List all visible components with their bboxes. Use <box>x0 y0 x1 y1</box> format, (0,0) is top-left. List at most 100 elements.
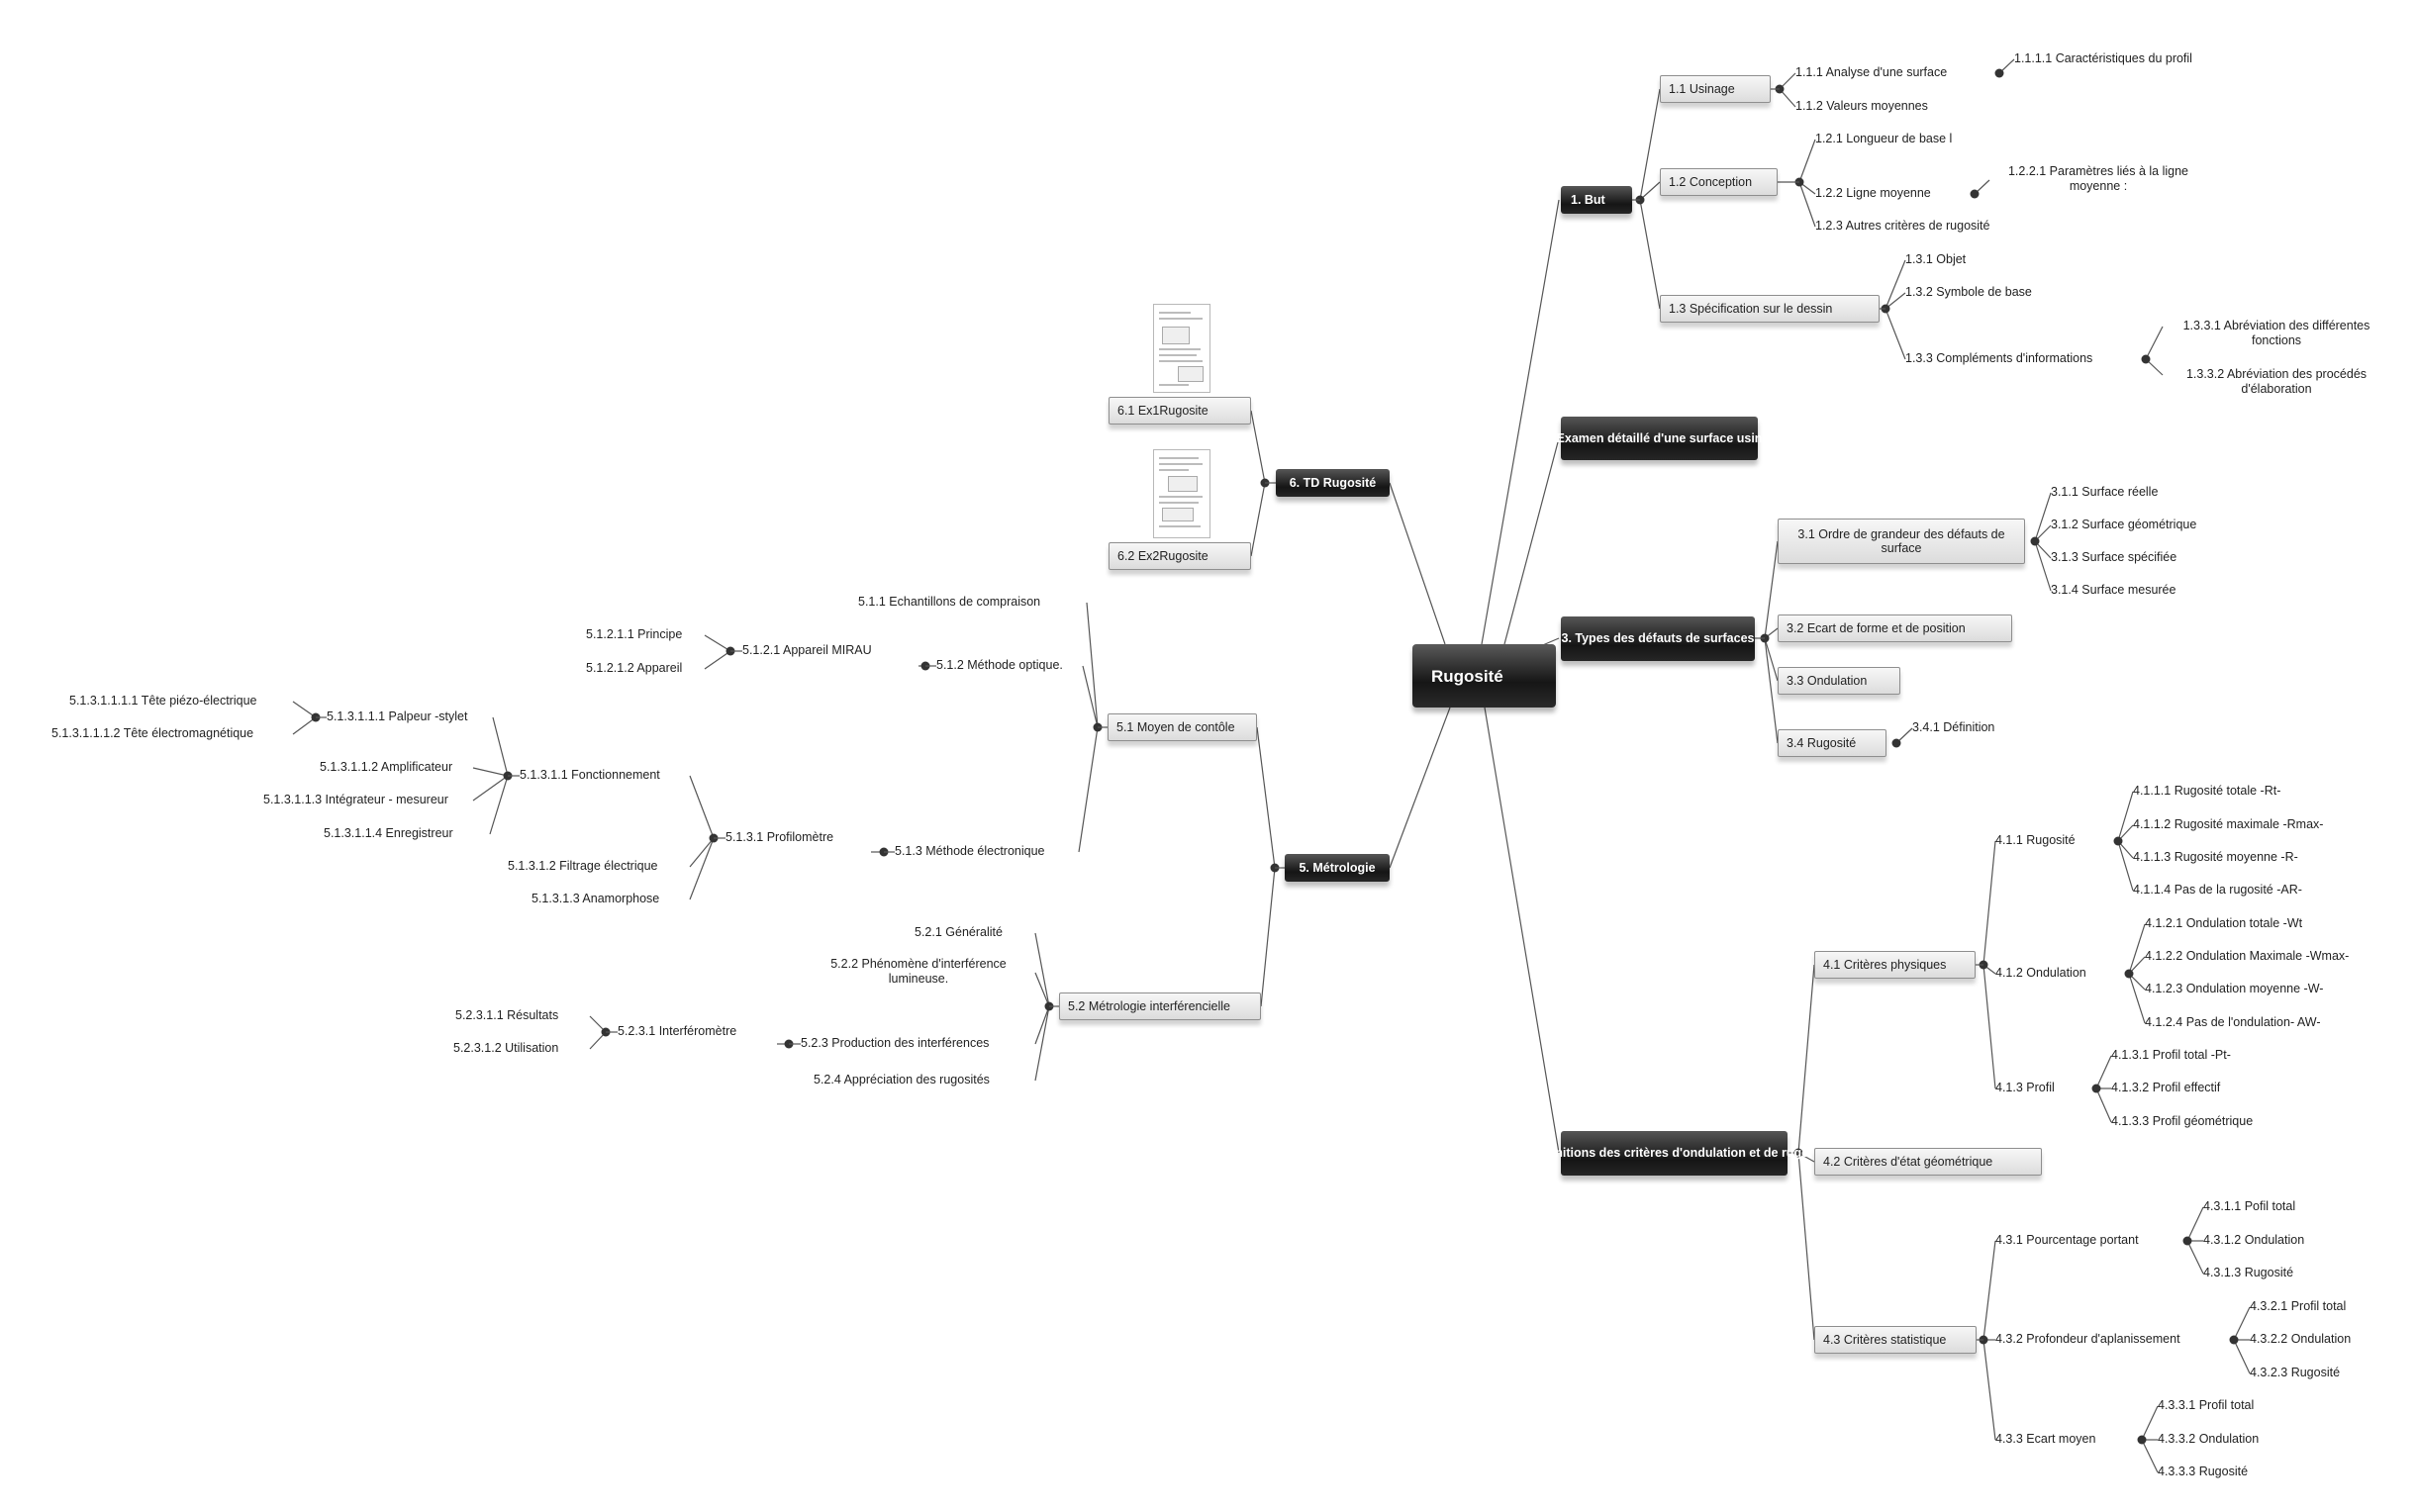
node-1-1-1-1[interactable]: 1.1.1.1 Caractéristiques du profil <box>2014 51 2192 65</box>
node-1-2-3[interactable]: 1.2.3 Autres critères de rugosité <box>1815 219 1990 233</box>
node-4-1-2[interactable]: 4.1.2 Ondulation <box>1995 966 2086 980</box>
node-4-3[interactable]: 4.3 Critères statistique <box>1814 1326 1977 1354</box>
node-3-1-1[interactable]: 3.1.1 Surface réelle <box>2051 485 2159 499</box>
connector-line <box>689 837 715 900</box>
node-5-2-3-1-1[interactable]: 5.2.3.1.1 Résultats <box>455 1008 559 1022</box>
node-5-1-3-1-1-2[interactable]: 5.1.3.1.1.2 Amplificateur <box>320 760 453 774</box>
node-5-1-3[interactable]: 5.1.3 Méthode électronique <box>895 844 1045 858</box>
node-2-examen[interactable]: 2. Examen détaillé d'une surface usinée <box>1543 417 1776 460</box>
node-1-3-1[interactable]: 1.3.1 Objet <box>1905 252 1967 266</box>
node-4-3-1-3[interactable]: 4.3.1.3 Rugosité <box>2203 1266 2294 1279</box>
node-5-1-2-1-2[interactable]: 5.1.2.1.2 Appareil <box>586 661 683 675</box>
node-5-1-3-1-1-1-2[interactable]: 5.1.3.1.1.1.2 Tête électromagnétique <box>51 726 254 740</box>
node-5-1-3-1-1-3[interactable]: 5.1.3.1.1.3 Intégrateur - mesureur <box>263 793 448 806</box>
node-6-1[interactable]: 6.1 Ex1Rugosite <box>1109 397 1251 425</box>
connector-line <box>1764 540 1779 639</box>
branch-dot <box>1994 68 2004 78</box>
node-5-2-2[interactable]: 5.2.2 Phénomène d'interférence lumineuse… <box>830 957 1007 986</box>
document-thumbnail-icon[interactable] <box>1153 304 1210 393</box>
node-4-1-1-2[interactable]: 4.1.1.2 Rugosité maximale -Rmax- <box>2133 817 2324 831</box>
node-5-2-3-1[interactable]: 5.2.3.1 Interféromètre <box>618 1024 737 1038</box>
node-5-1-3-1-1-1[interactable]: 5.1.3.1.1.1 Palpeur -stylet <box>327 709 468 723</box>
node-5-2-1[interactable]: 5.2.1 Généralité <box>915 925 1003 939</box>
node-5-1-1[interactable]: 5.1.1 Echantillons de compraison <box>858 595 1041 609</box>
connector-line <box>2128 923 2146 975</box>
node-5-2[interactable]: 5.2 Métrologie interférencielle <box>1059 992 1261 1020</box>
connector-line <box>292 716 317 735</box>
node-4-1-2-4[interactable]: 4.1.2.4 Pas de l'ondulation- AW- <box>2145 1015 2321 1029</box>
node-1-2-2-1[interactable]: 1.2.2.1 Paramètres liés à la ligne moyen… <box>2007 164 2189 193</box>
node-4-3-3-2[interactable]: 4.3.3.2 Ondulation <box>2158 1432 2260 1446</box>
root-node[interactable]: Rugosité <box>1412 644 1556 708</box>
node-5-2-3-1-2[interactable]: 5.2.3.1.2 Utilisation <box>453 1041 559 1055</box>
node-4-1-1-1[interactable]: 4.1.1.1 Rugosité totale -Rt- <box>2133 784 2281 798</box>
node-5-1-2-1[interactable]: 5.1.2.1 Appareil MIRAU <box>742 643 872 657</box>
node-3-2[interactable]: 3.2 Ecart de forme et de position <box>1778 614 2012 642</box>
document-thumbnail-icon[interactable] <box>1153 449 1210 538</box>
node-4-3-1-2[interactable]: 4.3.1.2 Ondulation <box>2203 1233 2305 1247</box>
node-4-3-3-3[interactable]: 4.3.3.3 Rugosité <box>2158 1465 2249 1478</box>
connector-line <box>1250 482 1266 557</box>
node-3-1[interactable]: 3.1 Ordre de grandeur des défauts de sur… <box>1778 519 2025 564</box>
node-1-3[interactable]: 1.3 Spécification sur le dessin <box>1660 295 1880 323</box>
node-1-3-2[interactable]: 1.3.2 Symbole de base <box>1905 285 2032 299</box>
node-4-1-1-4[interactable]: 4.1.1.4 Pas de la rugosité -AR- <box>2133 883 2302 897</box>
node-3-types[interactable]: 3. Types des défauts de surfaces <box>1561 616 1755 661</box>
connector-line <box>472 775 509 802</box>
node-5-1-2[interactable]: 5.1.2 Méthode optique. <box>936 658 1063 672</box>
node-3-1-3[interactable]: 3.1.3 Surface spécifiée <box>2051 550 2177 564</box>
node-1-2-2[interactable]: 1.2.2 Ligne moyenne <box>1815 186 1931 200</box>
node-4-1-2-3[interactable]: 4.1.2.3 Ondulation moyenne -W- <box>2145 982 2324 995</box>
node-5-1-3-1-2[interactable]: 5.1.3.1.2 Filtrage électrique <box>508 859 658 873</box>
node-1-2-1[interactable]: 1.2.1 Longueur de base l <box>1815 132 1953 145</box>
node-4-1-3-2[interactable]: 4.1.3.2 Profil effectif <box>2111 1081 2221 1094</box>
node-4-3-2[interactable]: 4.3.2 Profondeur d'aplanissement <box>1995 1332 2180 1346</box>
node-5-1-3-1-1[interactable]: 5.1.3.1.1 Fonctionnement <box>520 768 660 782</box>
node-5-metrologie[interactable]: 5. Métrologie <box>1285 854 1390 882</box>
node-1-3-3[interactable]: 1.3.3 Compléments d'informations <box>1905 351 2093 365</box>
connector-line <box>2233 1339 2251 1374</box>
node-1-3-3-2[interactable]: 1.3.3.2 Abréviation des procédés d'élabo… <box>2185 367 2368 396</box>
connector-line <box>1982 1240 1996 1341</box>
node-1-1-2[interactable]: 1.1.2 Valeurs moyennes <box>1795 99 1928 113</box>
node-1-but[interactable]: 1. But <box>1561 186 1632 214</box>
node-4-1-3-3[interactable]: 4.1.3.3 Profil géométrique <box>2111 1114 2254 1128</box>
node-4-3-1[interactable]: 4.3.1 Pourcentage portant <box>1995 1233 2139 1247</box>
node-3-1-2[interactable]: 3.1.2 Surface géométrique <box>2051 518 2197 531</box>
node-4-1-3-1[interactable]: 4.1.3.1 Profil total -Pt- <box>2111 1048 2231 1062</box>
node-3-4-1[interactable]: 3.4.1 Définition <box>1912 720 1995 734</box>
node-1-2[interactable]: 1.2 Conception <box>1660 168 1778 196</box>
node-6-td[interactable]: 6. TD Rugosité <box>1276 469 1390 497</box>
node-6-2[interactable]: 6.2 Ex2Rugosite <box>1109 542 1251 570</box>
node-1-1[interactable]: 1.1 Usinage <box>1660 75 1771 103</box>
node-5-2-4[interactable]: 5.2.4 Appréciation des rugosités <box>814 1073 990 1087</box>
node-5-1-3-1-1-4[interactable]: 5.1.3.1.1.4 Enregistreur <box>324 826 453 840</box>
node-4-3-3-1[interactable]: 4.3.3.1 Profil total <box>2158 1398 2255 1412</box>
node-5-1-3-1[interactable]: 5.1.3.1 Profilomètre <box>725 830 834 844</box>
connector-line <box>1798 181 1816 228</box>
node-4-1-3[interactable]: 4.1.3 Profil <box>1995 1081 2055 1094</box>
node-5-2-3[interactable]: 5.2.3 Production des interférences <box>801 1036 990 1050</box>
node-3-4[interactable]: 3.4 Rugosité <box>1778 729 1886 757</box>
node-1-3-3-1[interactable]: 1.3.3.1 Abréviation des différentes fonc… <box>2182 319 2370 347</box>
node-4-definitions[interactable]: 4. Définitions des critères d'ondulation… <box>1518 1131 1830 1176</box>
node-4-3-2-2[interactable]: 4.3.2.2 Ondulation <box>2250 1332 2352 1346</box>
node-4-3-2-1[interactable]: 4.3.2.1 Profil total <box>2250 1299 2347 1313</box>
node-5-1[interactable]: 5.1 Moyen de contôle <box>1108 713 1257 741</box>
node-4-3-2-3[interactable]: 4.3.2.3 Rugosité <box>2250 1366 2341 1379</box>
node-3-1-4[interactable]: 3.1.4 Surface mesurée <box>2051 583 2176 597</box>
node-4-1-1[interactable]: 4.1.1 Rugosité <box>1995 833 2076 847</box>
node-5-1-3-1-1-1-1[interactable]: 5.1.3.1.1.1.1 Tête piézo-électrique <box>69 694 257 708</box>
node-4-3-3[interactable]: 4.3.3 Ecart moyen <box>1995 1432 2096 1446</box>
node-3-3[interactable]: 3.3 Ondulation <box>1778 667 1900 695</box>
node-4-1-2-1[interactable]: 4.1.2.1 Ondulation totale -Wt <box>2145 916 2303 930</box>
node-4-1[interactable]: 4.1 Critères physiques <box>1814 951 1976 979</box>
node-4-3-1-1[interactable]: 4.3.1.1 Pofil total <box>2203 1199 2296 1213</box>
node-1-1-1[interactable]: 1.1.1 Analyse d'une surface <box>1795 65 1948 79</box>
node-5-1-3-1-3[interactable]: 5.1.3.1.3 Anamorphose <box>532 892 660 905</box>
connector-line <box>1764 637 1779 682</box>
node-4-1-2-2[interactable]: 4.1.2.2 Ondulation Maximale -Wmax- <box>2145 949 2350 963</box>
node-5-1-2-1-1[interactable]: 5.1.2.1.1 Principe <box>586 627 683 641</box>
node-4-2[interactable]: 4.2 Critères d'état géométrique <box>1814 1148 2042 1176</box>
node-4-1-1-3[interactable]: 4.1.1.3 Rugosité moyenne -R- <box>2133 850 2298 864</box>
